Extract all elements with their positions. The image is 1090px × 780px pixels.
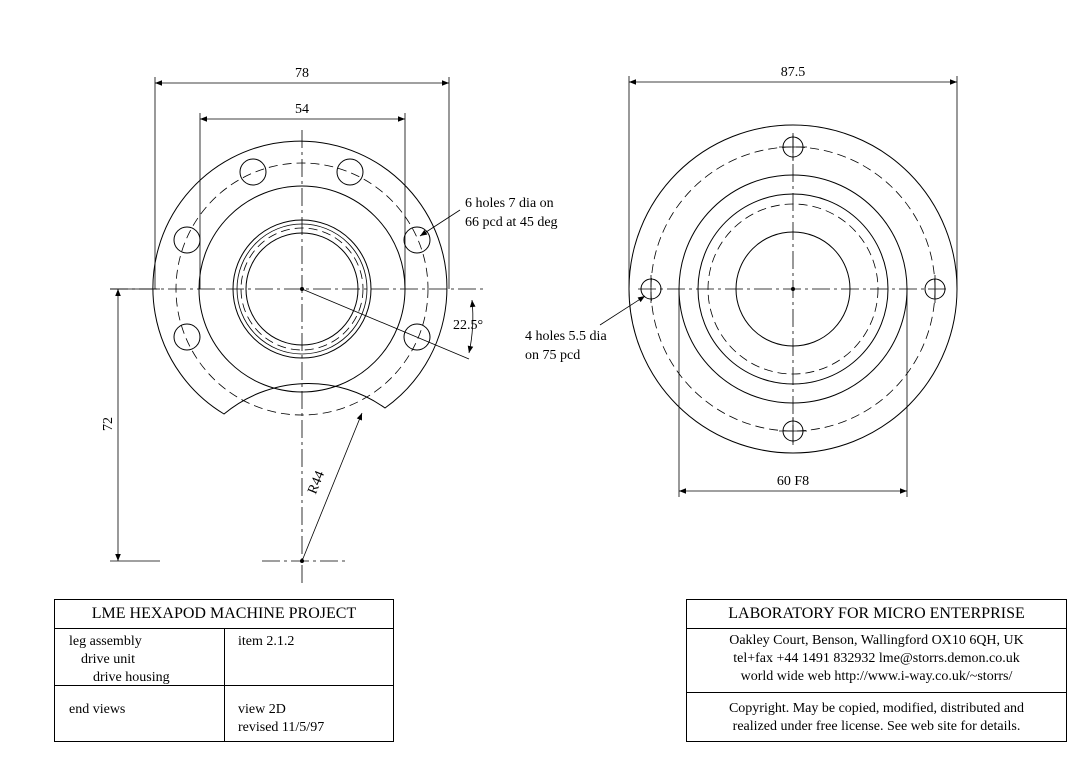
left-holes-note-line1: 6 holes 7 dia on (465, 196, 554, 211)
dim-87-5-text: 87.5 (781, 65, 806, 80)
dim-r44-text: R44 (305, 469, 328, 496)
left-holes-note-line2: 66 pcd at 45 deg (465, 215, 558, 230)
radius-leader (301, 412, 363, 562)
view-revision-cell: view 2D revised 11/5/97 (224, 698, 324, 737)
left-end-view: 78 54 72 R44 22.5° 6 holes 7 dia on 66 p… (101, 66, 558, 585)
dim-angle-text: 22.5° (453, 318, 483, 333)
assembly-line-3: drive housing (93, 670, 170, 685)
project-title-block: LME HEXAPOD MACHINE PROJECT leg assembly… (54, 599, 394, 742)
license-line-1: Copyright. May be copied, modified, dist… (728, 701, 1025, 716)
revised-date: revised 11/5/97 (238, 720, 325, 735)
angle-radial-line (301, 288, 470, 360)
item-number: item 2.1.2 (238, 634, 295, 649)
project-title: LME HEXAPOD MACHINE PROJECT (55, 600, 393, 629)
views-label: end views (69, 702, 126, 717)
right-holes-note-line2: on 75 pcd (525, 348, 580, 363)
left-hole (403, 323, 431, 351)
assembly-cell: leg assembly drive unit drive housing (55, 630, 224, 687)
view-label: view 2D (238, 702, 286, 717)
right-holes-leader (599, 295, 646, 326)
dim-78-text: 78 (295, 66, 309, 81)
laboratory-name: LABORATORY FOR MICRO ENTERPRISE (687, 600, 1066, 629)
address-line: Oakley Court, Benson, Wallingford OX10 6… (729, 633, 1024, 648)
address-block: Oakley Court, Benson, Wallingford OX10 6… (687, 632, 1066, 686)
left-flange-outline (152, 140, 448, 415)
license-line-2: realized under free license. See web sit… (732, 719, 1021, 734)
contact-line: tel+fax +44 1491 832932 lme@storrs.demon… (733, 651, 1020, 666)
left-hole (239, 158, 267, 186)
assembly-line-2: drive unit (81, 652, 136, 667)
left-hole (173, 226, 201, 254)
right-end-view: 87.5 60 F8 4 holes 5.5 dia on 75 pcd (525, 65, 958, 497)
dim-54-text: 54 (295, 102, 309, 117)
right-holes-note-line1: 4 holes 5.5 dia (525, 329, 607, 344)
angle-arc (467, 299, 476, 354)
left-holes-leader (419, 209, 461, 237)
left-hole (336, 158, 364, 186)
laboratory-title-block: LABORATORY FOR MICRO ENTERPRISE Oakley C… (686, 599, 1067, 742)
left-hole (403, 226, 431, 254)
dim-60-f8-text: 60 F8 (777, 474, 809, 489)
dim-72-text: 72 (101, 417, 116, 431)
left-hole (173, 323, 201, 351)
assembly-line-1: leg assembly (69, 634, 142, 649)
license-block: Copyright. May be copied, modified, dist… (687, 700, 1066, 736)
website-line: world wide web http://www.i-way.co.uk/~s… (740, 669, 1013, 684)
